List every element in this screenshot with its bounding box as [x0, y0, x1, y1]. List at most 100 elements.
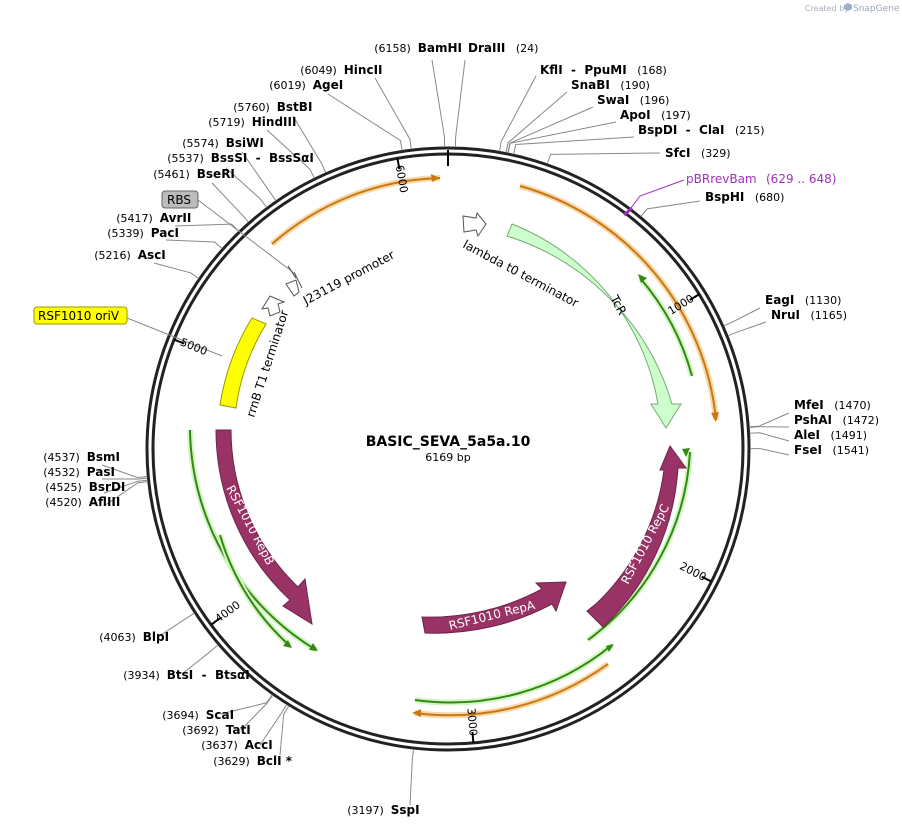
enzyme-bsmi[interactable]: (4537) BsmI [43, 450, 120, 464]
enzyme-apoi[interactable]: ApoI (197) [620, 108, 691, 122]
feature-oriv-callout[interactable] [33, 306, 223, 357]
leader-snabi [505, 91, 568, 153]
tick-4000 [210, 617, 221, 626]
enzyme-bsrdi[interactable]: (4525) BsrDI [45, 480, 125, 494]
feature-repa[interactable] [421, 581, 567, 634]
svg-text:(3637) AccI: (3637) AccI [201, 738, 273, 752]
enzyme-bseri[interactable]: (5461) BseRI [153, 167, 235, 181]
enzyme-leader-lines [101, 59, 790, 806]
orf-orange-top-left[interactable] [270, 174, 441, 247]
svg-text:(6049) HincII: (6049) HincII [300, 63, 382, 77]
enzyme-bsphi[interactable]: BspHI (680) [705, 190, 784, 204]
leader-avrii [174, 223, 240, 232]
feature-label-lambda-t0: lambda t0 terminator [461, 237, 581, 310]
feature-j23119-promoter[interactable] [285, 271, 303, 297]
feature-repc[interactable] [586, 444, 687, 628]
tick-label-2000: 2000 [678, 560, 709, 584]
leader-hindiii [266, 129, 315, 179]
svg-text:(5339) PacI: (5339) PacI [107, 226, 179, 240]
leader-swai [507, 106, 594, 154]
tick-1000 [689, 293, 700, 301]
orf-green-bottom[interactable] [414, 642, 614, 706]
orf-orange-right[interactable] [519, 183, 719, 422]
feature-label-oriv: RSF1010 oriV [38, 309, 120, 323]
leader-btsi [181, 644, 219, 675]
enzyme-sspi[interactable]: (3197) SspI [347, 803, 419, 817]
enzyme-asci[interactable]: (5216) AscI [94, 248, 166, 262]
enzyme-paci[interactable]: (5339) PacI [107, 226, 179, 240]
svg-text:(3934) BtsI - BtsαI: (3934) BtsI - BtsαI [123, 668, 250, 682]
leader-bsrdi [103, 479, 148, 494]
enzyme-snabi[interactable]: SnaBI (190) [571, 78, 650, 92]
orf-green-right-lower[interactable] [586, 448, 693, 643]
feature-rbs[interactable] [161, 190, 297, 279]
plasmid-name: BASIC_SEVA_5a5a.10 [366, 434, 531, 450]
feature-rrnb-t1-terminator[interactable] [260, 295, 286, 317]
tick-marks [173, 158, 712, 743]
enzyme-btsi[interactable]: (3934) BtsI - BtsαI [123, 668, 250, 682]
svg-text:EagI (1130): EagI (1130) [765, 293, 841, 307]
svg-text:NruI (1165): NruI (1165) [771, 308, 847, 322]
enzyme-afliii[interactable]: (4520) AflIII [45, 495, 120, 509]
orf-green-left-inner[interactable] [217, 534, 293, 649]
enzyme-bstbi[interactable]: (5760) BstBI [233, 100, 312, 114]
leader-sfci [546, 152, 661, 164]
feature-label-tcr: TcR [607, 292, 629, 317]
feature-tcr[interactable] [506, 223, 682, 429]
enzyme-bsiwi[interactable]: (5574) BsiWI [182, 136, 264, 150]
enzyme-avrii[interactable]: (5417) AvrII [116, 211, 191, 225]
enzyme-nrui[interactable]: NruI (1165) [771, 308, 847, 322]
enzyme-scai[interactable]: (3694) ScaI [162, 708, 234, 722]
tick-label-4000: 4000 [213, 598, 243, 625]
tick-2000 [701, 575, 712, 583]
enzyme-sfci[interactable]: SfcI (329) [665, 146, 731, 160]
svg-text:(6158) BamHI: (6158) BamHI [374, 41, 462, 55]
enzyme-agei[interactable]: (6019) AgeI [269, 78, 343, 92]
primer-pbrrevbam[interactable] [623, 179, 685, 217]
leader-tati [240, 694, 274, 731]
feature-lambda-t0-terminator[interactable] [462, 211, 487, 238]
primer-range-pbrrevbam: (629 .. 648) [766, 172, 836, 186]
svg-text:FseI (1541): FseI (1541) [794, 443, 869, 457]
tick-3000 [471, 731, 475, 743]
enzyme-mfei[interactable]: MfeI (1470) [794, 398, 871, 412]
enzyme-bspdi[interactable]: BspDI - ClaI (215) [638, 123, 765, 137]
credit-prefix: Created by [805, 4, 849, 13]
enzyme-bamhi[interactable]: (6158) BamHI [374, 41, 462, 55]
enzyme-alei[interactable]: AleI (1491) [794, 428, 867, 442]
enzyme-hincii[interactable]: (6049) HincII [300, 63, 382, 77]
orf-orange-bottom[interactable] [412, 661, 610, 719]
enzyme-bsssi[interactable]: (5537) BssSI - BssSαI [167, 151, 314, 165]
leader-apoi [507, 121, 617, 154]
enzyme-pshai[interactable]: PshAI (1472) [794, 413, 879, 427]
enzyme-fsei[interactable]: FseI (1541) [794, 443, 869, 457]
leader-bsssi [225, 167, 268, 208]
enzyme-pasi[interactable]: (4532) PasI [43, 465, 115, 479]
leader-bsiwi [241, 151, 277, 202]
leader-acci [259, 704, 288, 746]
enzyme-acci[interactable]: (3637) AccI [201, 738, 273, 752]
leader-hincii [374, 77, 412, 150]
leader-bcli [279, 705, 290, 756]
plasmid-length: 6169 bp [425, 451, 470, 464]
feature-oriv[interactable] [219, 317, 267, 409]
enzyme-eagi[interactable]: EagI (1130) [765, 293, 841, 307]
leader-bsphi [640, 200, 701, 217]
enzyme-hindiii[interactable]: (5719) HindIII [208, 115, 296, 129]
leader-bamhi [431, 59, 446, 148]
enzyme-blpi[interactable]: (4063) BlpI [99, 630, 169, 644]
svg-text:SwaI (196): SwaI (196) [597, 93, 669, 107]
leader-draiii [454, 59, 466, 148]
enzyme-kfli[interactable]: KflI - PpuMI (168) [540, 63, 667, 77]
enzyme-tati[interactable]: (3692) TatI [182, 723, 251, 737]
feature-repb[interactable] [215, 429, 313, 625]
svg-text:PshAI (1472): PshAI (1472) [794, 413, 879, 427]
leader-asci [153, 262, 200, 279]
enzyme-swai[interactable]: SwaI (196) [597, 93, 669, 107]
enzyme-draiii[interactable]: DraIII (24) [468, 41, 538, 55]
svg-text:(4063) BlpI: (4063) BlpI [99, 630, 169, 644]
snapgene-logo-icon [844, 3, 852, 11]
leader-scai [220, 694, 273, 715]
enzyme-bcli[interactable]: (3629) BclI * [213, 754, 293, 768]
orf-green-right-inner[interactable] [637, 274, 695, 377]
